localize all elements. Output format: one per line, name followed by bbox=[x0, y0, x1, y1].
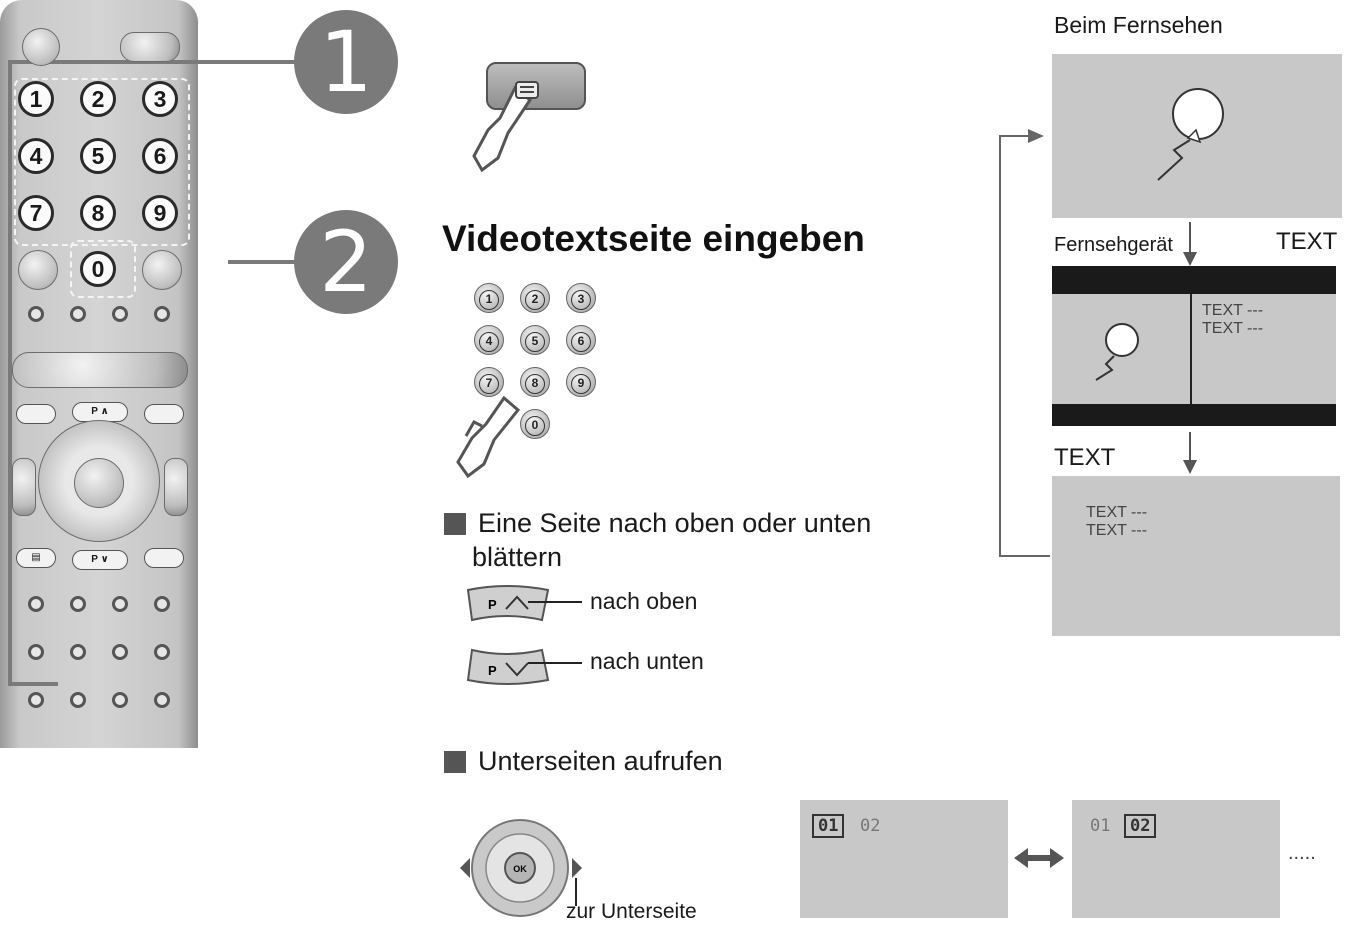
down-arrow-icon bbox=[1183, 222, 1197, 266]
split-text-line: TEXT --- bbox=[1202, 320, 1264, 337]
text-label-bottom: TEXT bbox=[1054, 444, 1116, 471]
small-button[interactable] bbox=[70, 692, 86, 708]
remote-p-up-button[interactable]: P ∧ bbox=[72, 402, 128, 422]
remote-left-side-key[interactable] bbox=[12, 458, 36, 516]
up-label: nach oben bbox=[590, 588, 698, 614]
remote-right-round-button[interactable] bbox=[142, 250, 182, 290]
hand-pointer-icon bbox=[472, 81, 539, 173]
keypad-key-8: 8 bbox=[520, 367, 550, 397]
small-button[interactable] bbox=[154, 596, 170, 612]
subpage-number: 01 bbox=[1090, 816, 1111, 836]
keypad-key-9: 9 bbox=[566, 367, 596, 397]
more-pages-ellipsis: ..... bbox=[1288, 842, 1316, 864]
full-text-line: TEXT --- bbox=[1086, 522, 1148, 539]
subpage-screen-1: 01 02 bbox=[800, 800, 1008, 918]
step-1-badge: 1 bbox=[294, 10, 398, 114]
remote-text-button[interactable]: ▤ bbox=[16, 548, 56, 568]
remote-p-down-button[interactable]: P ∨ bbox=[72, 550, 128, 570]
bullet-square-icon bbox=[444, 513, 466, 535]
zero-key-area bbox=[70, 240, 136, 298]
split-divider bbox=[1190, 294, 1192, 404]
nav-ring-illustration: OK bbox=[460, 819, 582, 917]
ok-key-label: OK bbox=[513, 864, 527, 874]
p-key-letter: P bbox=[488, 663, 497, 678]
small-button[interactable] bbox=[28, 596, 44, 612]
balloon-icon bbox=[1157, 88, 1224, 181]
page-title: Videotextseite eingeben bbox=[442, 218, 865, 259]
input-button[interactable] bbox=[120, 32, 180, 62]
keypad-key-0: 0 bbox=[520, 409, 550, 439]
subpage-number: 02 bbox=[860, 816, 881, 836]
small-button[interactable] bbox=[70, 596, 86, 612]
page-scroll-section-title: Eine Seite nach oben oder unten blättern bbox=[444, 506, 871, 574]
p-key-letter: P bbox=[488, 597, 497, 612]
subpage-caption: zur Unterseite bbox=[566, 900, 697, 923]
remote-key-9[interactable]: 9 bbox=[142, 195, 178, 231]
small-button[interactable] bbox=[112, 644, 128, 660]
keypad-key-2: 2 bbox=[520, 283, 550, 313]
subpage-section-title: Unterseiten aufrufen bbox=[444, 746, 723, 777]
remote-key-2[interactable]: 2 bbox=[80, 81, 116, 117]
balloon-icon bbox=[1095, 323, 1139, 381]
down-label: nach unten bbox=[590, 648, 704, 674]
screen-bar-bottom bbox=[1052, 404, 1336, 426]
small-button[interactable] bbox=[70, 306, 86, 322]
remote-key-5[interactable]: 5 bbox=[80, 138, 116, 174]
small-button[interactable] bbox=[28, 644, 44, 660]
remote-key-7[interactable]: 7 bbox=[18, 195, 54, 231]
remote-right-rect-button[interactable] bbox=[144, 404, 184, 424]
p-up-key-illustration: P bbox=[466, 585, 582, 622]
remote-key-1[interactable]: 1 bbox=[18, 81, 54, 117]
small-button[interactable] bbox=[154, 644, 170, 660]
keypad-key-7: 7 bbox=[474, 367, 504, 397]
split-screen: TEXT --- TEXT --- bbox=[1052, 266, 1336, 426]
full-text-line: TEXT --- bbox=[1086, 504, 1148, 521]
keypad-key-3: 3 bbox=[566, 283, 596, 313]
color-key-bar[interactable] bbox=[12, 352, 188, 388]
double-arrow-icon bbox=[1014, 848, 1064, 868]
tv-label: Fernsehgerät bbox=[1054, 234, 1173, 256]
remote-right-side-key[interactable] bbox=[164, 458, 188, 516]
text-label-right: TEXT bbox=[1276, 228, 1338, 255]
ok-button[interactable] bbox=[74, 458, 124, 508]
small-button[interactable] bbox=[112, 596, 128, 612]
screen-bar-top bbox=[1052, 266, 1336, 294]
flow-title: Beim Fernsehen bbox=[1054, 12, 1223, 38]
subpage-screen-2: 01 02 bbox=[1072, 800, 1280, 918]
keypad-key-4: 4 bbox=[474, 325, 504, 355]
down-arrow-icon bbox=[1183, 432, 1197, 474]
bullet-square-icon bbox=[444, 751, 466, 773]
keypad-key-5: 5 bbox=[520, 325, 550, 355]
remote-left-round-button[interactable] bbox=[18, 250, 58, 290]
small-button[interactable] bbox=[112, 692, 128, 708]
numeric-key-area bbox=[14, 78, 190, 246]
small-button[interactable] bbox=[70, 644, 86, 660]
subpage-selected-number: 01 bbox=[812, 814, 845, 838]
remote-control: 1 2 3 4 5 6 7 8 9 0 P ∧ ▤ P ∨ bbox=[0, 0, 198, 748]
tv-screen bbox=[1052, 54, 1342, 218]
hand-pointer-icon bbox=[456, 395, 521, 479]
keypad-key-6: 6 bbox=[566, 325, 596, 355]
remote-key-8[interactable]: 8 bbox=[80, 195, 116, 231]
remote-key-0[interactable]: 0 bbox=[80, 251, 116, 287]
small-button[interactable] bbox=[154, 306, 170, 322]
p-down-key-illustration: P bbox=[466, 648, 582, 685]
remote-key-4[interactable]: 4 bbox=[18, 138, 54, 174]
power-button[interactable] bbox=[22, 28, 60, 66]
small-button[interactable] bbox=[154, 692, 170, 708]
remote-right-rect-button-2[interactable] bbox=[144, 548, 184, 568]
small-button[interactable] bbox=[28, 692, 44, 708]
remote-left-rect-button[interactable] bbox=[16, 404, 56, 424]
text-menu-icon: ▤ bbox=[31, 552, 41, 563]
step-2-badge: 2 bbox=[294, 210, 398, 314]
full-text-screen: TEXT --- TEXT --- bbox=[1052, 476, 1340, 636]
remote-key-3[interactable]: 3 bbox=[142, 81, 178, 117]
split-text-line: TEXT --- bbox=[1202, 302, 1264, 319]
small-button[interactable] bbox=[28, 306, 44, 322]
subpage-selected-number: 02 bbox=[1124, 814, 1157, 838]
small-button[interactable] bbox=[112, 306, 128, 322]
keypad-key-1: 1 bbox=[474, 283, 504, 313]
remote-key-6[interactable]: 6 bbox=[142, 138, 178, 174]
